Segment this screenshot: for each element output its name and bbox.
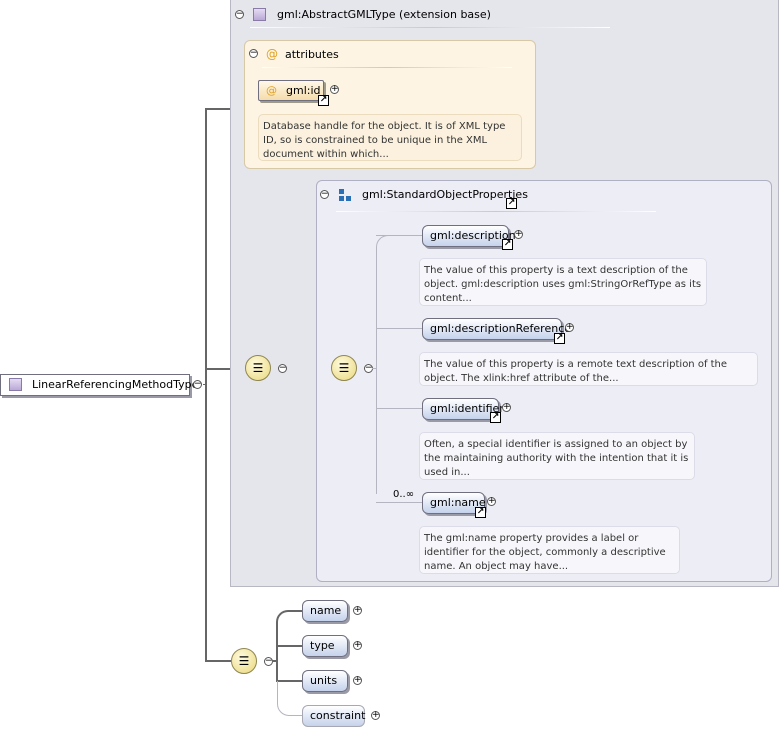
sop-title-rule [336, 211, 656, 212]
element-gml-identifier[interactable]: gml:identifier [422, 398, 504, 420]
sequence-compositor-icon[interactable]: ☰ [331, 355, 357, 381]
extension-title-rule [250, 27, 610, 28]
gml-id-link-icon[interactable]: ↗ [318, 95, 329, 106]
connector-items-vertical [376, 247, 377, 494]
connector-item-descriptionreference [376, 328, 422, 329]
gml-descriptionreference-documentation: The value of this property is a remote t… [419, 352, 758, 386]
connector-trunk-vertical [205, 109, 207, 661]
connector-own-item-units [276, 680, 302, 682]
gml-id-at-icon: @ [266, 84, 277, 97]
constraint-expand-icon[interactable]: + [371, 710, 380, 720]
gml-identifier-documentation: Often, a special identifier is assigned … [419, 432, 695, 480]
connector-item-identifier [376, 408, 422, 409]
connector-to-seq1 [205, 368, 245, 370]
element-gml-description[interactable]: gml:description [422, 225, 516, 247]
gml-name-link-icon[interactable]: ↗ [475, 507, 486, 518]
connector-item-name [376, 502, 422, 503]
extension-title: gml:AbstractGMLType (extension base) [277, 8, 491, 21]
name-expand-icon[interactable]: + [353, 605, 362, 615]
element-name[interactable]: name [302, 600, 348, 622]
attributes-title: attributes [285, 48, 339, 61]
root-element-linearreferencingmethodtype[interactable]: LinearReferencingMethodType [0, 374, 198, 396]
connector-own-item-name [288, 610, 302, 612]
element-gml-descriptionreference[interactable]: gml:descriptionReference [422, 318, 571, 340]
sop-collapse-icon[interactable]: − [320, 189, 329, 199]
root-collapse-icon[interactable]: − [193, 379, 202, 389]
connector-seq2-to-items [372, 368, 376, 369]
complex-type-icon [9, 378, 22, 391]
gml-identifier-expand-icon[interactable]: + [502, 402, 511, 412]
connector-items-top-curve [376, 235, 390, 249]
gml-identifier-link-icon[interactable]: ↗ [490, 412, 501, 423]
gml-name-cardinality: 0..∞ [393, 489, 415, 500]
connector-own-items-vertical [276, 622, 278, 681]
units-expand-icon[interactable]: + [353, 675, 362, 685]
gml-id-label: gml:id [286, 84, 321, 97]
connector-root-to-seq [203, 384, 206, 385]
connector-own-items-top-curve [276, 610, 290, 624]
attributes-collapse-icon[interactable]: − [249, 48, 258, 58]
connector-own-item-type [276, 645, 302, 647]
type-expand-icon[interactable]: + [353, 640, 362, 650]
connector-item-description [376, 235, 422, 236]
sequence-compositor-icon[interactable]: ☰ [245, 355, 271, 381]
extension-collapse-icon[interactable]: − [235, 9, 244, 19]
sequence-collapse-icon[interactable]: − [278, 363, 287, 373]
gml-descriptionreference-link-icon[interactable]: ↗ [554, 333, 565, 344]
attributes-title-rule [262, 67, 512, 68]
element-units[interactable]: units [302, 670, 348, 692]
connector-own-item-constraint [277, 681, 303, 716]
sop-title: gml:StandardObjectProperties [362, 188, 528, 201]
sop-link-icon[interactable]: ↗ [506, 198, 517, 209]
root-element-label: LinearReferencingMethodType [32, 378, 199, 391]
gml-id-attribute-box[interactable]: @ gml:id [258, 80, 324, 101]
gml-id-expand-icon[interactable]: + [330, 84, 339, 94]
gml-description-expand-icon[interactable]: + [514, 229, 523, 239]
gml-name-expand-icon[interactable]: + [487, 496, 496, 506]
gml-name-documentation: The gml:name property provides a label o… [419, 526, 680, 574]
attribute-at-icon: @ [266, 47, 278, 61]
gml-id-documentation: Database handle for the object. It is of… [258, 114, 522, 161]
gml-description-link-icon[interactable]: ↗ [502, 239, 513, 250]
complex-type-icon [253, 8, 266, 21]
element-type[interactable]: type [302, 635, 348, 657]
gml-descriptionreference-expand-icon[interactable]: + [565, 322, 574, 332]
gml-description-documentation: The value of this property is a text des… [419, 258, 707, 306]
element-constraint[interactable]: constraint [302, 705, 365, 727]
connector-seq3-to-items [272, 660, 277, 662]
group-icon [339, 189, 351, 201]
sequence-compositor-icon[interactable]: ☰ [231, 648, 257, 674]
connector-to-extension [205, 108, 245, 110]
element-gml-name[interactable]: gml:name [422, 492, 486, 514]
connector-to-seq3 [205, 660, 231, 662]
